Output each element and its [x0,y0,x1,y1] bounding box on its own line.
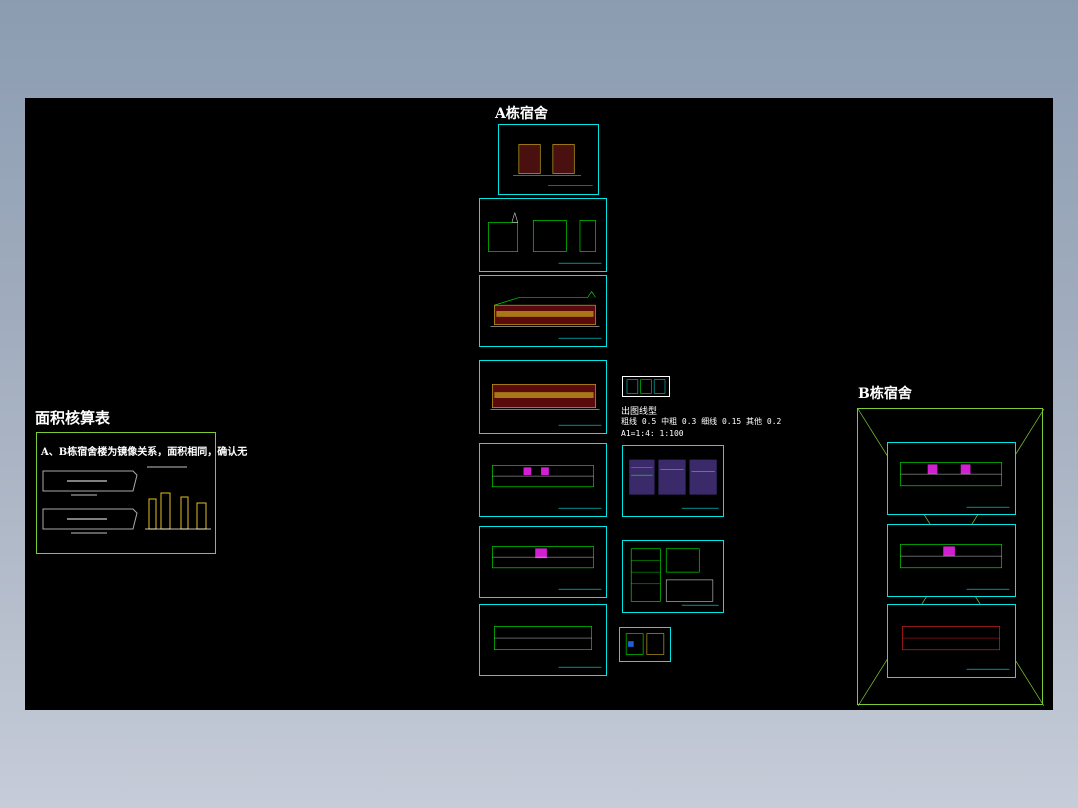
sheet-a-section[interactable] [498,124,599,195]
notes-scale: A1=1:4: 1:100 [621,429,684,438]
sheet-a-plan-1-drawing [492,465,602,509]
sheet-a-plan-2[interactable] [479,526,607,598]
legend-thumbnail[interactable] [622,376,670,397]
cad-drawing-canvas[interactable]: 面积核算表 A、B栋宿舍楼为镜像关系，面积相同，确认无 A栋宿舍 [25,98,1053,710]
sheet-a-section-drawing [513,144,593,186]
notes-line-weights: 粗线 0.5 中粗 0.3 细线 0.15 其他 0.2 [621,417,782,426]
sheet-design-notes[interactable] [622,445,724,517]
sheet-stair-detail[interactable] [619,627,671,662]
sheet-b-plan-2[interactable] [887,524,1016,597]
sheet-a-rear-elevation-drawing [490,384,602,426]
building-b-title: B栋宿舍 [858,386,912,402]
area-table-frame[interactable]: A、B栋宿舍楼为镜像关系，面积相同，确认无 [36,432,247,554]
sheet-a-front-elevation-drawing [490,291,602,339]
sheet-a-plan-2-drawing [492,546,602,590]
sheet-door-window-schedule[interactable] [622,540,724,613]
area-table-title: 面积核算表 [35,409,111,427]
sheet-door-window-schedule-drawing [630,548,719,606]
sheet-a-plan-1[interactable] [479,443,607,517]
sheet-a-front-elevation[interactable] [479,275,607,347]
sheet-a-elevations-side-drawing [488,211,602,264]
area-table-drawing [42,466,211,534]
building-a-title: A栋宿舍 [495,106,548,122]
sheet-a-roof-plan[interactable] [479,604,607,676]
sheet-a-roof-plan-drawing [494,626,602,668]
sheet-b-plan-1[interactable] [887,442,1016,515]
sheet-a-elevations-side[interactable] [479,198,607,272]
notes-heading: 出图线型 [621,407,658,417]
sheet-b-plan-1-drawing [900,462,1010,508]
sheet-a-rear-elevation[interactable] [479,360,607,434]
sheet-design-notes-drawing [629,459,719,509]
area-table-caption: A、B栋宿舍楼为镜像关系，面积相同，确认无 [41,447,248,458]
sheet-b-roof-plan-drawing [902,626,1010,670]
sheet-stair-detail-drawing [625,633,665,655]
sheet-b-plan-2-drawing [900,544,1010,590]
legend-thumbnail-drawing [626,379,666,394]
sheet-b-roof-plan[interactable] [887,604,1016,678]
